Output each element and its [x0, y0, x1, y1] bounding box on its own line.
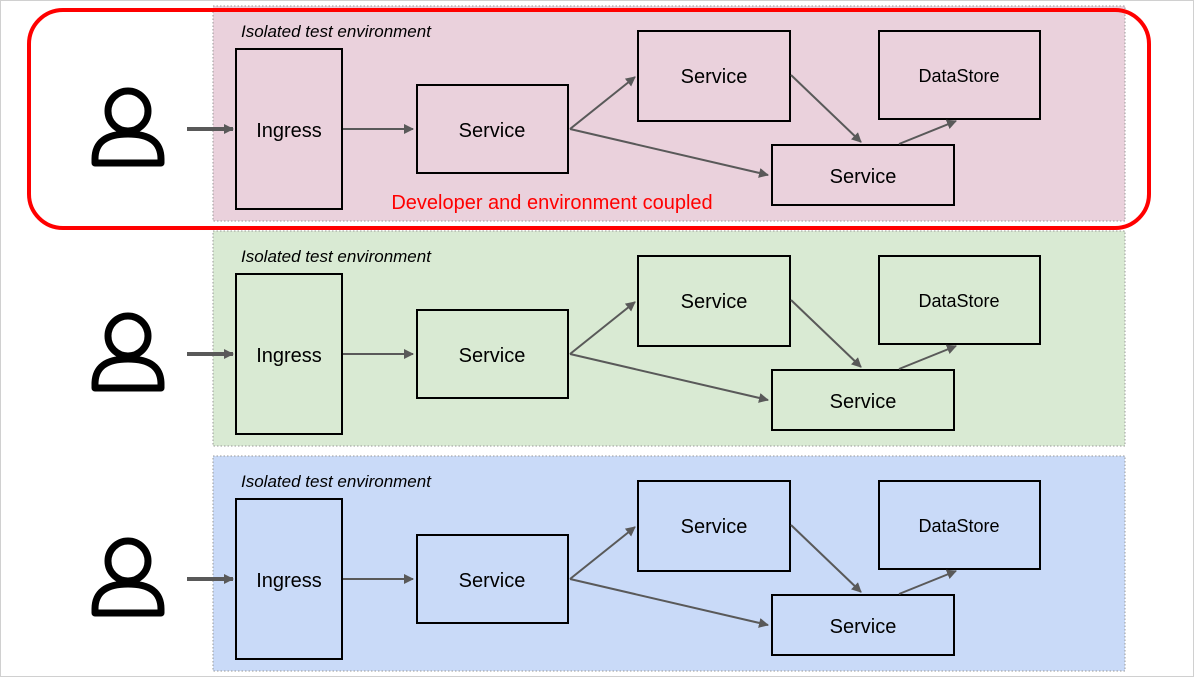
connector-arrow: [569, 128, 769, 178]
connector-arrow: [898, 119, 957, 145]
service-node: Service: [771, 594, 955, 656]
connector-arrow: [569, 578, 769, 628]
service-node-label: Service: [459, 120, 526, 142]
datastore-node-label: DataStore: [918, 291, 999, 311]
environment-title: Isolated test environment: [241, 472, 432, 491]
ingress-node: Ingress: [235, 498, 343, 660]
service-node: Service: [416, 84, 569, 174]
service-node: Service: [771, 369, 955, 431]
service-node-label: Service: [459, 570, 526, 592]
connector-arrow: [790, 299, 862, 368]
person-icon: [91, 87, 165, 167]
datastore-node: DataStore: [878, 255, 1041, 345]
service-node: Service: [637, 255, 791, 347]
datastore-node-label: DataStore: [918, 66, 999, 86]
connector-arrow: [898, 344, 957, 370]
ingress-node-label: Ingress: [256, 345, 322, 367]
service-node: Service: [416, 534, 569, 624]
connector-arrow: [569, 526, 636, 580]
datastore-node: DataStore: [878, 30, 1041, 120]
connector-arrow: [569, 353, 769, 403]
service-node-label: Service: [830, 166, 897, 188]
service-node: Service: [416, 309, 569, 399]
datastore-node: DataStore: [878, 480, 1041, 570]
ingress-node-label: Ingress: [256, 570, 322, 592]
environment-title: Isolated test environment: [241, 22, 432, 41]
connector-arrow: [898, 569, 957, 595]
highlight-outline: [27, 8, 1151, 230]
person-icon: [91, 312, 165, 392]
environment-title: Isolated test environment: [241, 247, 432, 266]
ingress-node-label: Ingress: [256, 120, 322, 142]
service-node-label: Service: [681, 291, 748, 313]
connector-arrow: [790, 74, 862, 143]
service-node-label: Service: [830, 391, 897, 413]
ingress-node: Ingress: [235, 48, 343, 210]
callout-text: Developer and environment coupled: [391, 192, 712, 214]
service-node-label: Service: [830, 616, 897, 638]
service-node-label: Service: [681, 516, 748, 538]
person-icon: [91, 537, 165, 617]
service-node: Service: [771, 144, 955, 206]
connector-arrow: [790, 524, 862, 593]
connector-arrow: [569, 301, 636, 355]
service-node: Service: [637, 480, 791, 572]
connector-arrow: [569, 76, 636, 130]
service-node-label: Service: [681, 66, 748, 88]
service-node-label: Service: [459, 345, 526, 367]
service-node: Service: [637, 30, 791, 122]
datastore-node-label: DataStore: [918, 516, 999, 536]
ingress-node: Ingress: [235, 273, 343, 435]
